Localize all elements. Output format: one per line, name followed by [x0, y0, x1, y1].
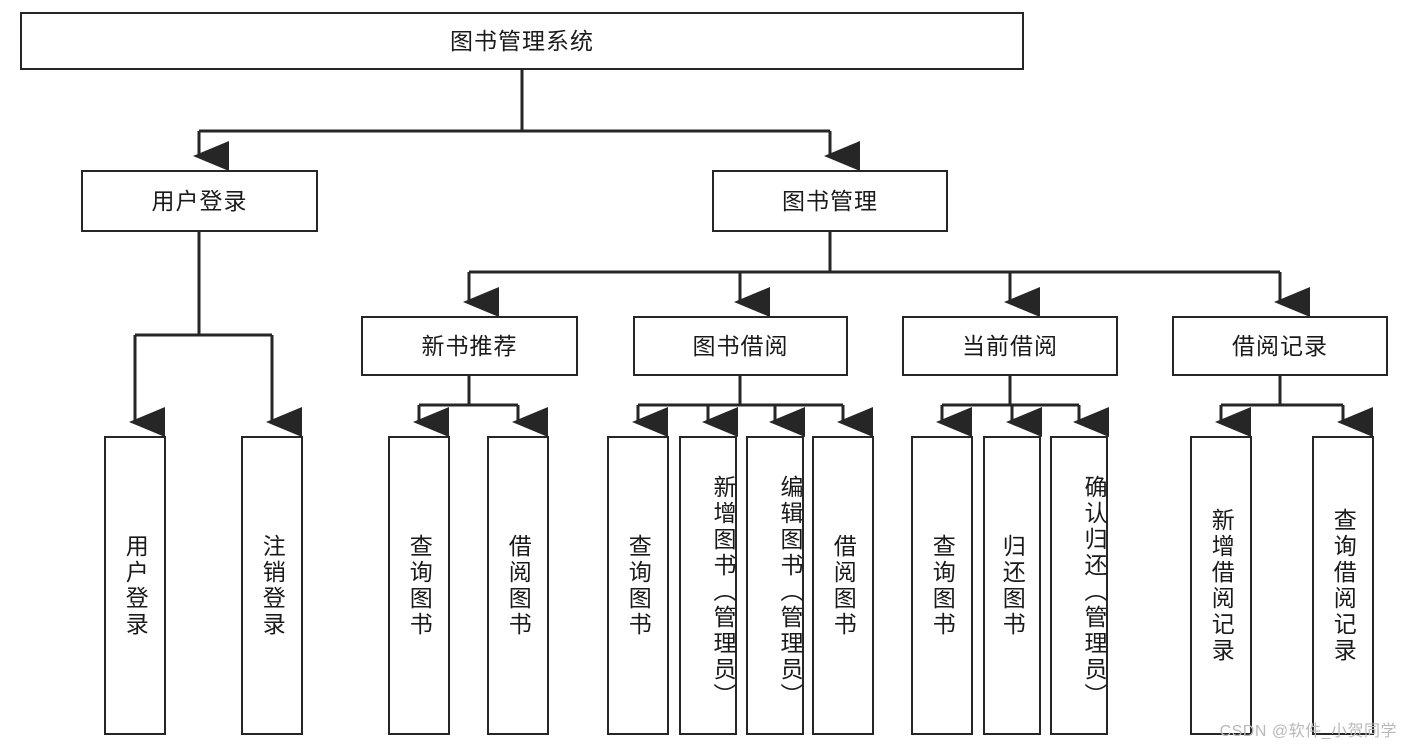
node-leaf-br-add-record[interactable]: 新增借阅记录 [1190, 436, 1252, 735]
node-user-login-label: 用户登录 [151, 187, 248, 214]
node-leaf-br-query-record-label: 查询借阅记录 [1330, 507, 1357, 664]
node-book-borrow[interactable]: 图书借阅 [633, 316, 848, 376]
node-book-borrow-label: 图书借阅 [692, 332, 789, 359]
node-leaf-cb-query-book-label: 查询图书 [929, 533, 956, 638]
node-leaf-bb-query-book-label: 查询图书 [625, 533, 652, 638]
node-leaf-bb-edit-book[interactable]: 编辑图书（管理员） [746, 436, 804, 735]
node-new-book-rec-label: 新书推荐 [421, 332, 518, 359]
node-current-borrow[interactable]: 当前借阅 [902, 316, 1118, 376]
node-leaf-user-login[interactable]: 用户登录 [104, 436, 166, 735]
node-user-login[interactable]: 用户登录 [81, 170, 318, 232]
node-leaf-rec-borrow-book-label: 借阅图书 [505, 533, 532, 638]
node-leaf-bb-borrow-book-label: 借阅图书 [830, 533, 857, 638]
node-leaf-bb-add-book-label: 新增图书（管理员） [710, 474, 736, 709]
node-leaf-bb-query-book[interactable]: 查询图书 [607, 436, 669, 735]
node-leaf-cb-return-book-label: 归还图书 [999, 533, 1026, 638]
node-leaf-bb-borrow-book[interactable]: 借阅图书 [812, 436, 874, 735]
node-leaf-cb-return-book[interactable]: 归还图书 [983, 436, 1041, 735]
node-leaf-rec-query-book-label: 查询图书 [406, 533, 433, 638]
node-borrow-record-label: 借阅记录 [1232, 332, 1328, 359]
node-leaf-cb-confirm-return[interactable]: 确认归还（管理员） [1050, 436, 1108, 735]
node-leaf-bb-edit-book-label: 编辑图书（管理员） [777, 474, 803, 709]
node-leaf-rec-borrow-book[interactable]: 借阅图书 [487, 436, 549, 735]
node-leaf-cb-confirm-return-label: 确认归还（管理员） [1081, 474, 1107, 709]
node-leaf-br-add-record-label: 新增借阅记录 [1208, 507, 1235, 664]
node-borrow-record[interactable]: 借阅记录 [1172, 316, 1388, 376]
csdn-watermark: CSDN @软件_小贺同学 [1219, 723, 1397, 740]
node-current-borrow-label: 当前借阅 [962, 332, 1058, 359]
node-leaf-rec-query-book[interactable]: 查询图书 [388, 436, 450, 735]
node-root-label: 图书管理系统 [450, 27, 594, 54]
node-book-manage-label: 图书管理 [782, 187, 878, 214]
node-leaf-user-login-label: 用户登录 [122, 533, 149, 638]
node-leaf-br-query-record[interactable]: 查询借阅记录 [1312, 436, 1374, 735]
node-new-book-rec[interactable]: 新书推荐 [361, 316, 578, 376]
node-leaf-user-logout[interactable]: 注销登录 [241, 436, 303, 735]
node-root[interactable]: 图书管理系统 [20, 12, 1024, 70]
node-leaf-user-logout-label: 注销登录 [259, 533, 286, 638]
node-leaf-bb-add-book[interactable]: 新增图书（管理员） [679, 436, 737, 735]
node-leaf-cb-query-book[interactable]: 查询图书 [911, 436, 973, 735]
node-book-manage[interactable]: 图书管理 [712, 170, 948, 232]
